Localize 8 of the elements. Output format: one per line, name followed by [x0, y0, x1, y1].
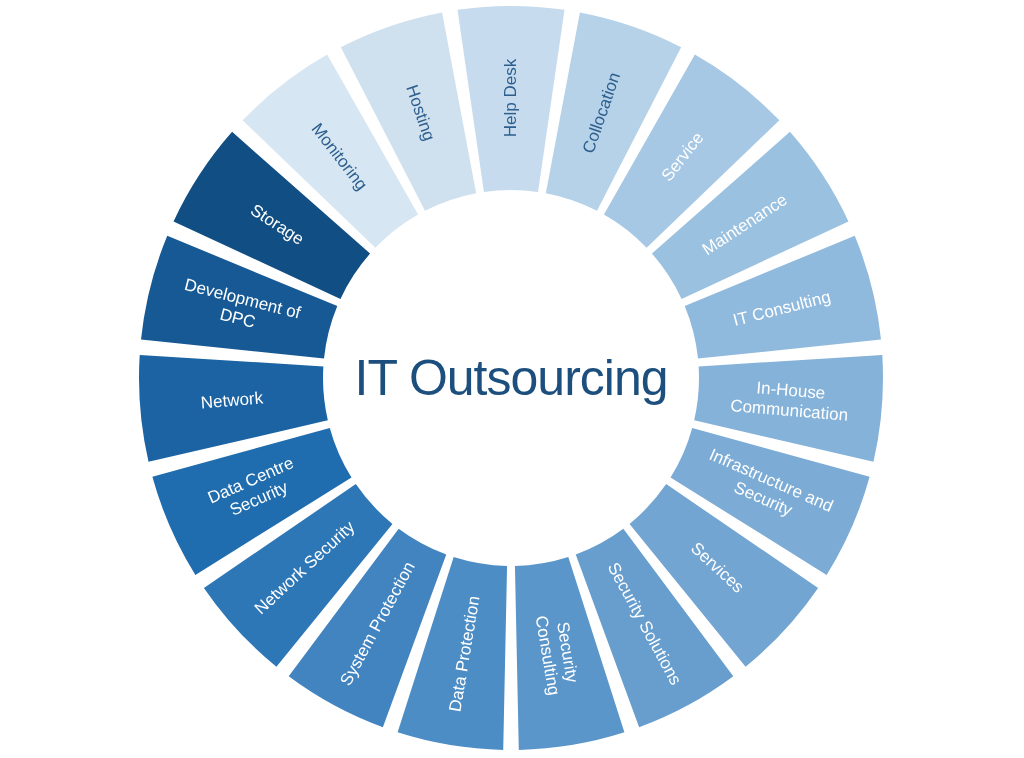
- segment-label: In-House Communication: [728, 377, 850, 427]
- segment-label: Data Protection: [444, 593, 485, 716]
- segment-label: Hosting: [401, 81, 440, 146]
- segment-label: IT Consulting: [730, 286, 835, 333]
- segment-label: Help Desk: [501, 57, 521, 140]
- title-text: IT Outsourcing: [354, 349, 668, 407]
- segment-label: Security Consulting: [530, 613, 583, 699]
- segment-label: Network: [199, 387, 265, 415]
